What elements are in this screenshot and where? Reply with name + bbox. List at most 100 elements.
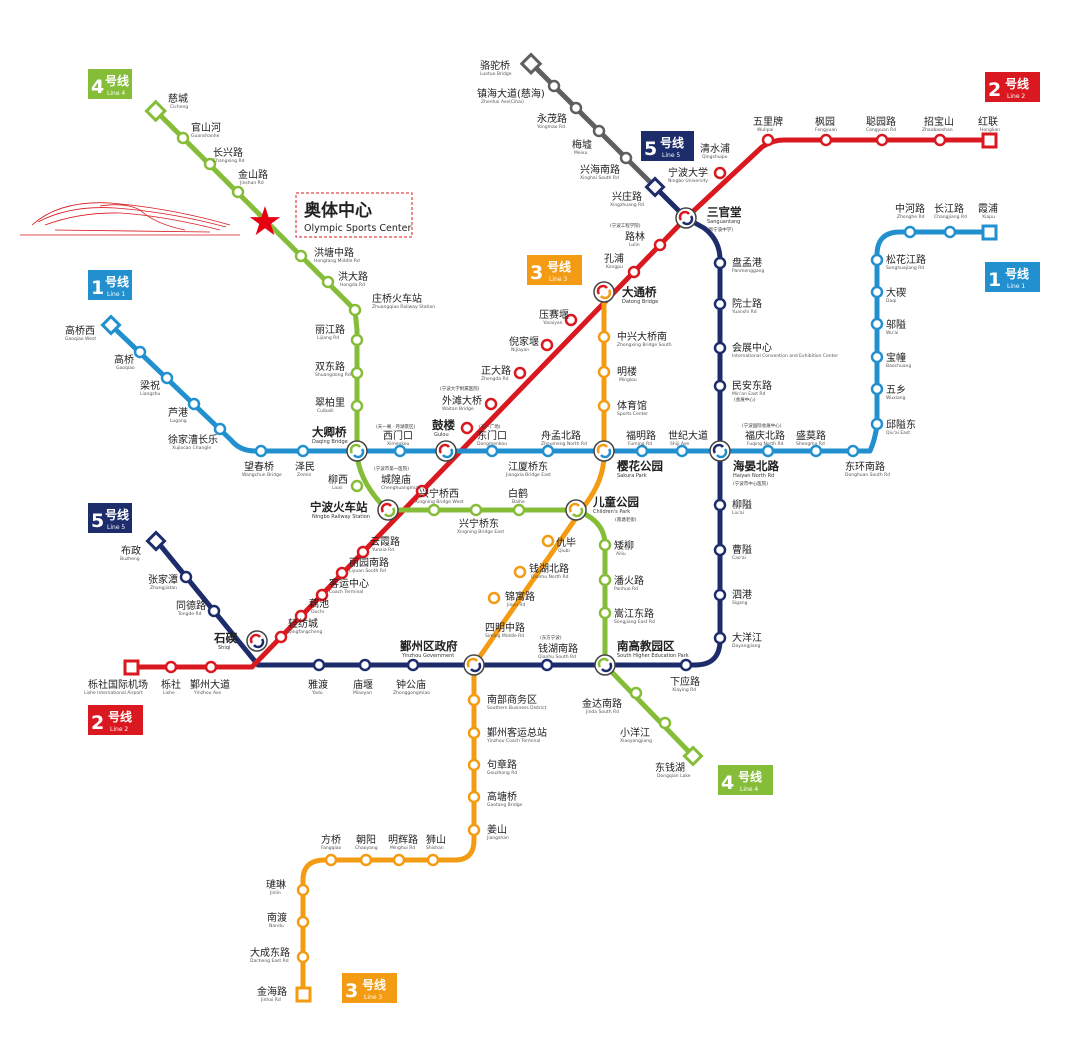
station-dot[interactable] bbox=[597, 365, 611, 379]
station-dot[interactable] bbox=[597, 330, 611, 344]
station-dot[interactable] bbox=[393, 444, 407, 458]
station-dot[interactable] bbox=[321, 275, 335, 289]
station-dot[interactable] bbox=[467, 726, 481, 740]
station-dot[interactable] bbox=[392, 853, 406, 867]
station-dot[interactable] bbox=[569, 101, 583, 115]
station-dot[interactable] bbox=[296, 883, 310, 897]
station-dot[interactable] bbox=[635, 444, 649, 458]
station-dot[interactable] bbox=[348, 303, 362, 317]
station-dot[interactable] bbox=[296, 444, 310, 458]
interchange-icon[interactable] bbox=[346, 440, 368, 462]
station-dot[interactable] bbox=[597, 399, 611, 413]
station-dot[interactable] bbox=[713, 256, 727, 270]
interchange-icon[interactable] bbox=[246, 630, 268, 652]
station-dot[interactable] bbox=[761, 444, 775, 458]
station-dot[interactable] bbox=[713, 166, 727, 180]
station-dot[interactable] bbox=[467, 790, 481, 804]
station-dot[interactable] bbox=[598, 606, 612, 620]
station-dot[interactable] bbox=[204, 660, 218, 674]
station-dot[interactable] bbox=[541, 534, 555, 548]
station-dot[interactable] bbox=[598, 573, 612, 587]
station-dot[interactable] bbox=[713, 297, 727, 311]
line2-terminal-lishe-airport[interactable] bbox=[123, 659, 140, 676]
station-dot[interactable] bbox=[713, 631, 727, 645]
station-dot[interactable] bbox=[592, 124, 606, 138]
station-dot[interactable] bbox=[761, 133, 775, 147]
station-dot[interactable] bbox=[870, 285, 884, 299]
station-dot[interactable] bbox=[312, 658, 326, 672]
station-dot[interactable] bbox=[484, 397, 498, 411]
station-dot[interactable] bbox=[460, 421, 474, 435]
station-dot[interactable] bbox=[467, 693, 481, 707]
station-dot[interactable] bbox=[870, 417, 884, 431]
station-dot[interactable] bbox=[350, 366, 364, 380]
station-dot[interactable] bbox=[164, 660, 178, 674]
interchange-icon[interactable] bbox=[593, 281, 615, 303]
station-dot[interactable] bbox=[870, 382, 884, 396]
station-dot[interactable] bbox=[653, 238, 667, 252]
station-dot[interactable] bbox=[296, 950, 310, 964]
station-dot[interactable] bbox=[870, 317, 884, 331]
station-dot[interactable] bbox=[350, 479, 364, 493]
station-dot[interactable] bbox=[427, 503, 441, 517]
station-dot[interactable] bbox=[254, 444, 268, 458]
station-dot[interactable] bbox=[870, 253, 884, 267]
interchange-icon[interactable] bbox=[435, 440, 457, 462]
station-dot[interactable] bbox=[513, 565, 527, 579]
line2-terminal-honglian[interactable] bbox=[981, 132, 998, 149]
station-dot[interactable] bbox=[358, 658, 372, 672]
line5-terminal-luotuoqiao[interactable] bbox=[519, 52, 543, 76]
station-dot[interactable] bbox=[296, 915, 310, 929]
station-dot[interactable] bbox=[541, 444, 555, 458]
station-dot[interactable] bbox=[207, 604, 221, 618]
station-dot[interactable] bbox=[187, 397, 201, 411]
station-dot[interactable] bbox=[415, 484, 429, 498]
station-dot[interactable] bbox=[819, 133, 833, 147]
station-dot[interactable] bbox=[406, 658, 420, 672]
station-dot[interactable] bbox=[324, 853, 338, 867]
line1-terminal-gaoqiaoxi[interactable] bbox=[100, 314, 122, 336]
station-dot[interactable] bbox=[713, 543, 727, 557]
station-dot[interactable] bbox=[350, 333, 364, 347]
interchange-icon[interactable] bbox=[709, 440, 731, 462]
station-dot[interactable] bbox=[540, 338, 554, 352]
station-dot[interactable] bbox=[315, 588, 329, 602]
station-dot[interactable] bbox=[176, 131, 190, 145]
station-dot[interactable] bbox=[487, 591, 501, 605]
station-dot[interactable] bbox=[713, 588, 727, 602]
station-dot[interactable] bbox=[179, 570, 193, 584]
station-dot[interactable] bbox=[350, 399, 364, 413]
station-dot[interactable] bbox=[485, 444, 499, 458]
station-dot[interactable] bbox=[133, 345, 147, 359]
station-dot[interactable] bbox=[809, 444, 823, 458]
station-dot[interactable] bbox=[564, 313, 578, 327]
station-dot[interactable] bbox=[540, 658, 554, 672]
line3-terminal-jinhailu[interactable] bbox=[295, 986, 312, 1003]
station-dot[interactable] bbox=[231, 185, 245, 199]
station-dot[interactable] bbox=[619, 151, 633, 165]
station-dot[interactable] bbox=[658, 716, 672, 730]
station-dot[interactable] bbox=[713, 341, 727, 355]
interchange-icon[interactable] bbox=[594, 654, 616, 676]
interchange-icon[interactable] bbox=[565, 499, 587, 521]
station-dot[interactable] bbox=[846, 444, 860, 458]
station-dot[interactable] bbox=[627, 265, 641, 279]
station-dot[interactable] bbox=[933, 133, 947, 147]
station-dot[interactable] bbox=[870, 350, 884, 364]
line5-terminal-buzheng[interactable] bbox=[145, 530, 167, 552]
station-dot[interactable] bbox=[513, 366, 527, 380]
station-dot[interactable] bbox=[274, 630, 288, 644]
line4-terminal-cicheng[interactable] bbox=[144, 99, 168, 123]
interchange-icon[interactable] bbox=[463, 654, 485, 676]
station-dot[interactable] bbox=[675, 444, 689, 458]
line5-station-xingzhuanglu[interactable] bbox=[644, 176, 666, 198]
station-dot[interactable] bbox=[203, 157, 217, 171]
station-dot[interactable] bbox=[426, 853, 440, 867]
station-dot[interactable] bbox=[467, 823, 481, 837]
station-dot[interactable] bbox=[598, 538, 612, 552]
station-dot[interactable] bbox=[679, 658, 693, 672]
line1-terminal-xiapu[interactable] bbox=[981, 224, 998, 241]
station-dot[interactable] bbox=[294, 249, 308, 263]
station-dot[interactable] bbox=[512, 503, 526, 517]
station-dot[interactable] bbox=[160, 371, 174, 385]
